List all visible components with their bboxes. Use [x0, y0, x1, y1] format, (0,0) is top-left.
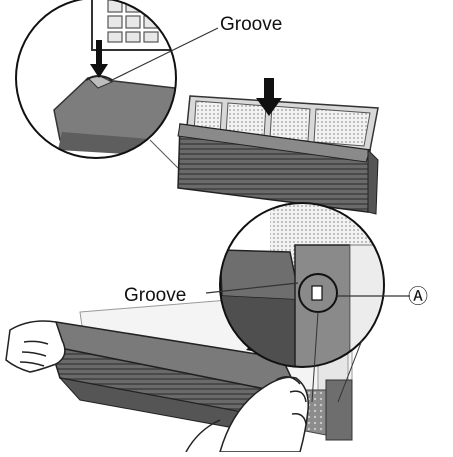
marker-a: Ⓐ	[408, 285, 428, 308]
left-hand	[5, 320, 66, 373]
groove-label-top: Groove	[220, 14, 282, 35]
arrow-down-icon	[256, 78, 282, 116]
groove-label-bottom: Groove	[124, 285, 186, 306]
right-hand	[185, 376, 309, 453]
arrow-down-icon	[90, 40, 108, 78]
intake-grille-top	[177, 123, 379, 215]
